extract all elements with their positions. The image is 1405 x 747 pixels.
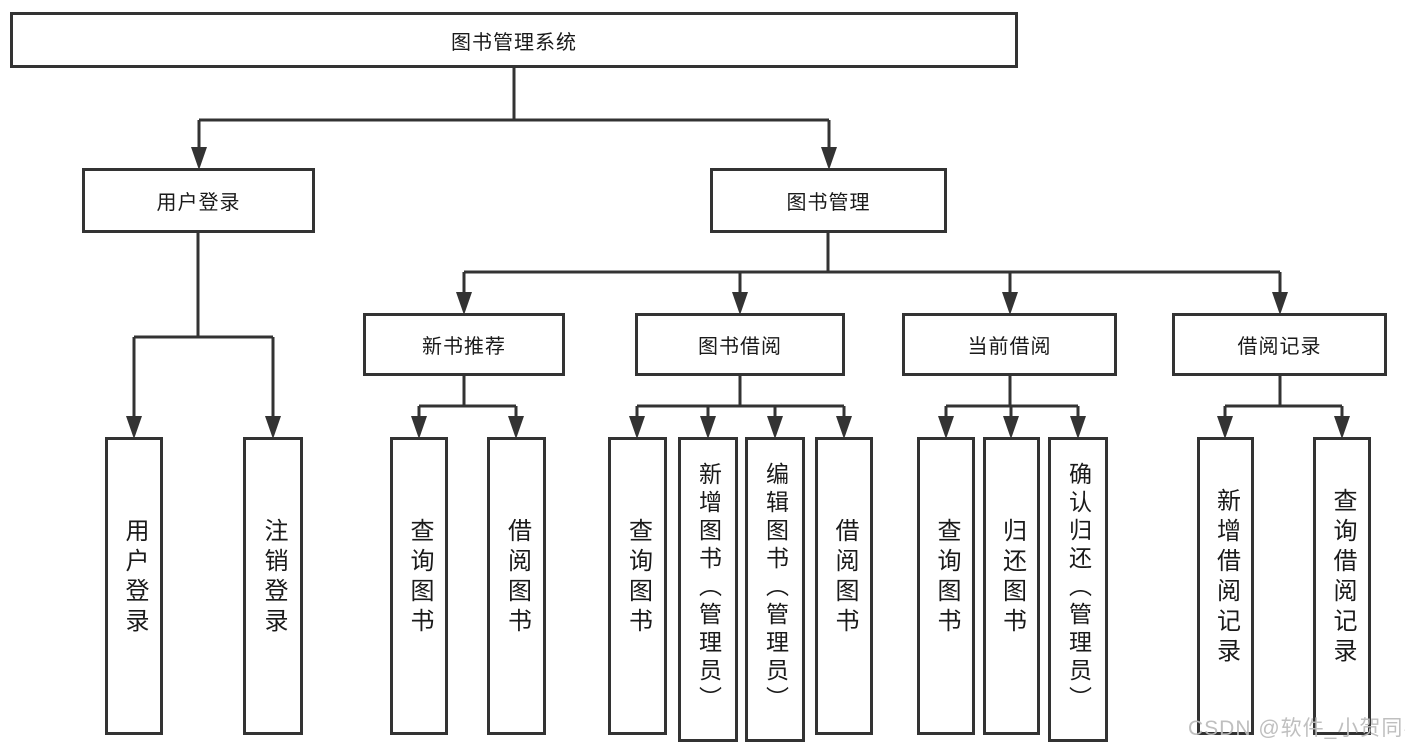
node-label: 查询图书 xyxy=(406,518,433,638)
leaf-confirm-return-admin: 确认归还（管理员） xyxy=(1048,437,1108,742)
node-label: 借阅图书 xyxy=(503,518,531,638)
arrowheads xyxy=(126,147,1350,439)
node-label: 查询图书 xyxy=(624,518,652,638)
leaf-return-books: 归还图书 xyxy=(983,437,1040,735)
node-current-borrowing: 当前借阅 xyxy=(902,313,1117,376)
leaf-query-books-current: 查询图书 xyxy=(917,437,975,735)
node-label: 新书推荐 xyxy=(422,336,506,358)
leaf-add-borrow-record: 新增借阅记录 xyxy=(1197,437,1254,735)
node-label: 注销登录 xyxy=(260,518,287,638)
node-book-management-module: 图书管理 xyxy=(710,168,947,233)
leaf-query-books-recommend: 查询图书 xyxy=(390,437,448,735)
leaf-logout: 注销登录 xyxy=(243,437,303,735)
node-library-management-system: 图书管理系统 xyxy=(10,12,1018,68)
leaf-user-login: 用户登录 xyxy=(105,437,163,735)
node-label: 图书管理 xyxy=(786,192,871,214)
node-label: 用户登录 xyxy=(121,518,148,638)
node-label: 借阅图书 xyxy=(831,518,858,638)
node-label: 查询借阅记录 xyxy=(1329,488,1356,668)
csdn-watermark: CSDN @软件_小贺同学 xyxy=(1188,717,1405,740)
leaf-edit-book-admin: 编辑图书（管理员） xyxy=(745,437,805,742)
node-label: 借阅记录 xyxy=(1237,336,1322,358)
node-label: 确认归还（管理员） xyxy=(1065,461,1092,714)
leaf-query-borrow-record: 查询借阅记录 xyxy=(1313,437,1371,735)
node-label: 图书管理系统 xyxy=(451,31,577,54)
leaf-borrow-books-borrowing: 借阅图书 xyxy=(815,437,873,735)
node-new-book-recommendation: 新书推荐 xyxy=(363,313,565,376)
node-label: 编辑图书（管理员） xyxy=(762,461,789,714)
node-label: 当前借阅 xyxy=(967,336,1052,358)
leaf-add-book-admin: 新增图书（管理员） xyxy=(678,437,738,742)
node-label: 图书借阅 xyxy=(698,336,782,358)
node-user-login-module: 用户登录 xyxy=(82,168,315,233)
node-book-borrowing: 图书借阅 xyxy=(635,313,845,376)
node-label: 用户登录 xyxy=(156,192,241,214)
node-label: 新增图书（管理员） xyxy=(695,461,722,714)
node-label: 查询图书 xyxy=(933,518,960,638)
node-label: 新增借阅记录 xyxy=(1212,488,1240,668)
leaf-query-books-borrowing: 查询图书 xyxy=(608,437,667,735)
node-borrowing-records: 借阅记录 xyxy=(1172,313,1387,376)
leaf-borrow-books-recommend: 借阅图书 xyxy=(487,437,546,735)
node-label: 归还图书 xyxy=(998,518,1026,638)
